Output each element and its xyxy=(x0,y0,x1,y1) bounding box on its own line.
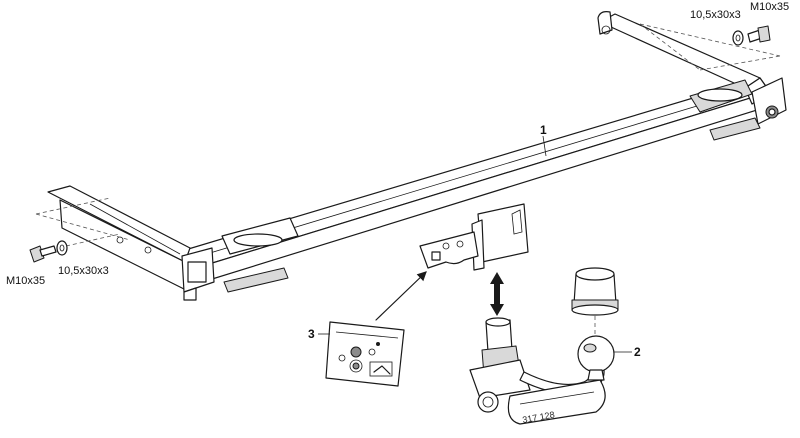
right-bolt xyxy=(747,25,771,43)
right-washer xyxy=(732,30,744,46)
washer-right-label: 10,5x30x3 xyxy=(690,9,741,21)
part3-number: 3 xyxy=(308,327,315,341)
instruction-plate xyxy=(325,321,405,387)
towbar-crossbar xyxy=(47,11,787,301)
left-washer xyxy=(56,240,68,256)
part1-number: 1 xyxy=(540,123,547,137)
insertion-double-arrow xyxy=(490,272,504,316)
left-fastener-guides xyxy=(35,197,131,247)
right-fastener-guides xyxy=(639,23,781,71)
part1-leader xyxy=(542,135,547,157)
part3-pointer-arrow xyxy=(375,271,427,321)
ball-neck xyxy=(469,317,615,425)
left-bolt xyxy=(29,245,57,263)
part2-number: 2 xyxy=(634,345,641,359)
washer-left-label: 10,5x30x3 xyxy=(58,265,109,277)
bolt-right-label: M10x35 xyxy=(750,1,789,13)
ball-cap xyxy=(571,267,619,336)
bolt-left-label: M10x35 xyxy=(6,275,45,287)
